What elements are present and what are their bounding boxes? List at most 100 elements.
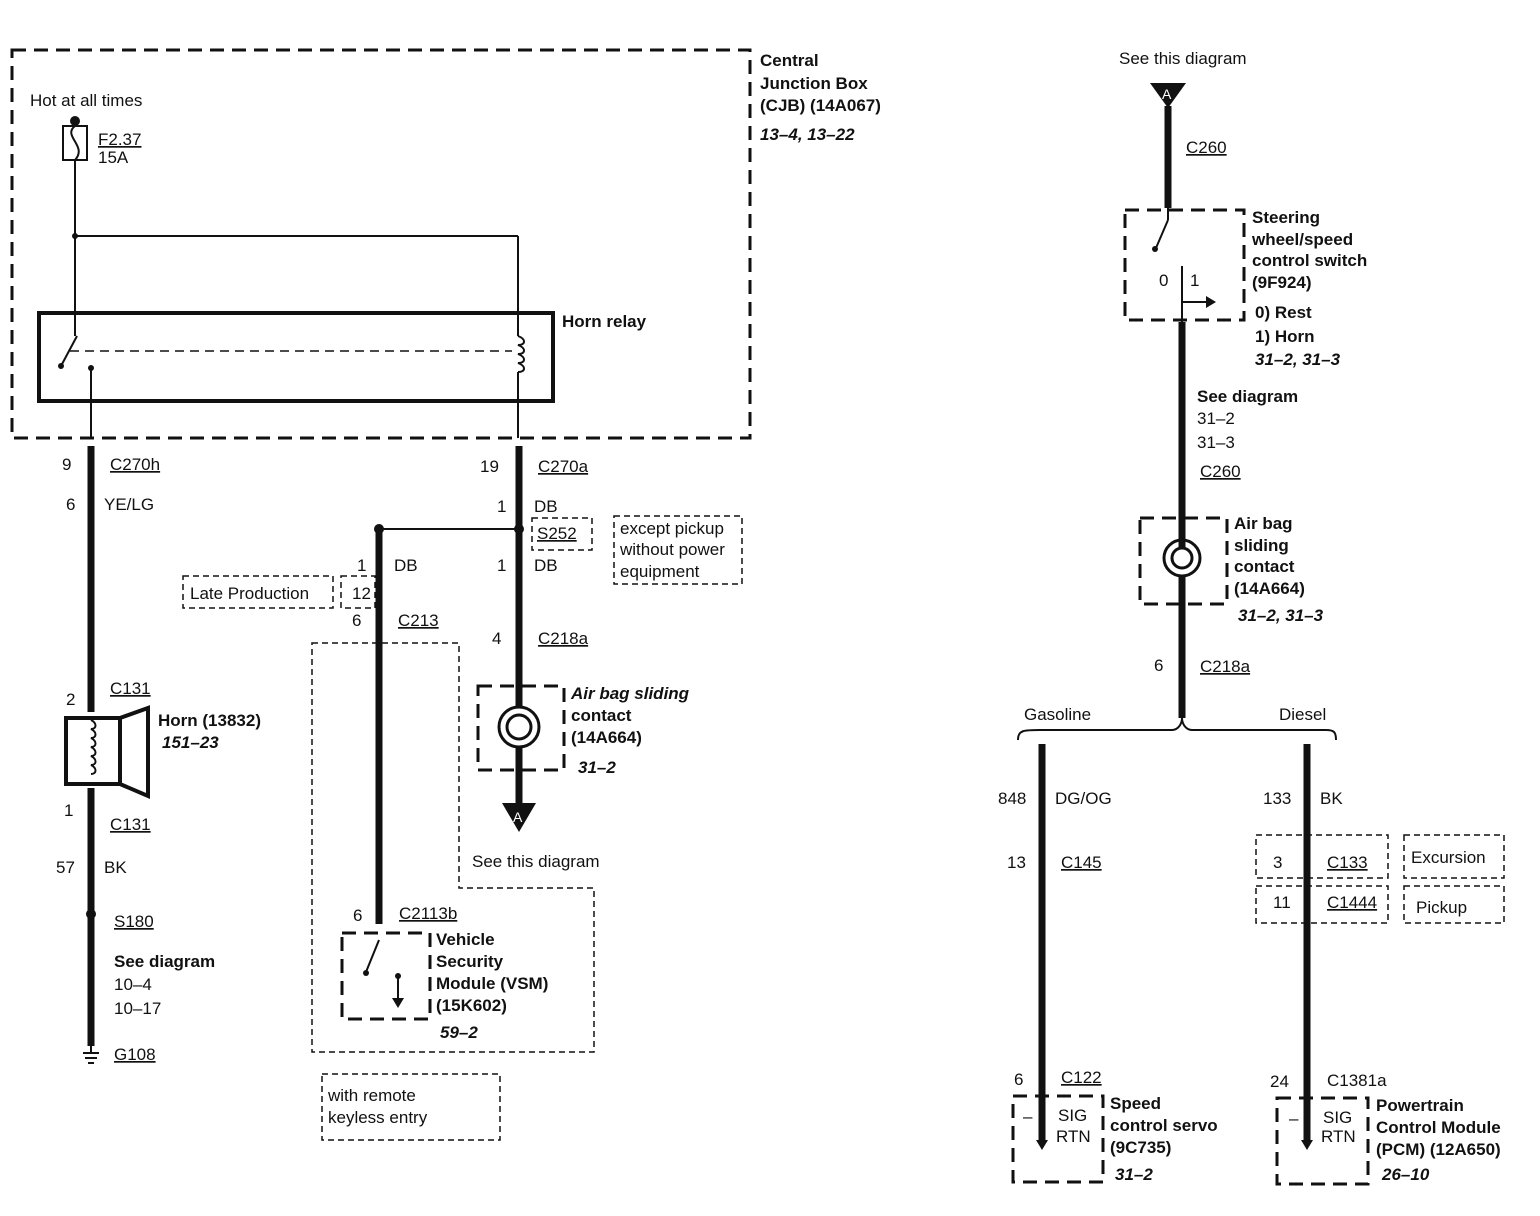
c145-pin: 13 <box>1007 853 1026 872</box>
servo-sig: SIG <box>1058 1106 1087 1125</box>
servo-minus: – <box>1023 1107 1033 1126</box>
left-see-diagram: See diagram <box>114 952 215 971</box>
c218a-right-pin: 6 <box>1154 656 1163 675</box>
c218a-connector: C218a <box>538 629 589 648</box>
relay-pivot <box>58 363 64 369</box>
c1444-connector: C1444 <box>1327 893 1377 912</box>
pcm-ref: 26–10 <box>1381 1165 1430 1184</box>
pickup-label: Pickup <box>1416 898 1467 917</box>
pickup-note-box <box>613 515 743 585</box>
servo-label-3: (9C735) <box>1110 1138 1171 1157</box>
steering-switch-box <box>1123 208 1246 322</box>
late-pin: 12 <box>352 584 371 603</box>
c260-bottom-connector: C260 <box>1200 462 1241 481</box>
late-production-label: Late Production <box>190 584 309 603</box>
excursion-box <box>1403 834 1505 879</box>
branch-wire-color: DB <box>394 556 418 575</box>
excursion-label: Excursion <box>1411 848 1486 867</box>
airbag-right-label-1: Air bag <box>1234 514 1293 533</box>
gas-wire-color: DG/OG <box>1055 789 1112 808</box>
relay-switch-arm <box>60 335 78 367</box>
pcm-rtn: RTN <box>1321 1127 1356 1146</box>
steering-switch-arm <box>1155 219 1169 249</box>
rke-note-1: with remote <box>327 1086 416 1105</box>
c133-option-box <box>1255 834 1389 879</box>
servo-rtn: RTN <box>1056 1127 1091 1146</box>
pcm-arrow-icon <box>1301 1140 1313 1150</box>
vsm-label-2: Security <box>436 952 504 971</box>
vsm-option-region <box>311 642 595 1053</box>
vsm-label-1: Vehicle <box>436 930 495 949</box>
fuse-rating: 15A <box>98 148 129 167</box>
offpage-arrow-letter: A <box>513 809 523 825</box>
steering-label-1: Steering <box>1252 208 1320 227</box>
diesel-label: Diesel <box>1279 705 1326 724</box>
s180-label: S180 <box>114 912 154 931</box>
c260-top-connector: C260 <box>1186 138 1227 157</box>
cjb-boundary <box>10 48 752 440</box>
airbag-center-label-2: contact <box>571 706 632 725</box>
steering-ref: 31–2, 31–3 <box>1255 350 1341 369</box>
gasoline-label: Gasoline <box>1024 705 1091 724</box>
center-see-this-diagram: See this diagram <box>472 852 600 871</box>
junction-dot <box>72 233 78 239</box>
airbag-right-label-2: sliding <box>1234 536 1289 555</box>
servo-label-2: control servo <box>1110 1116 1218 1135</box>
servo-arrow-icon <box>1036 1140 1048 1150</box>
s180-splice-dot <box>86 909 96 919</box>
steering-rest: 0) Rest <box>1255 303 1312 322</box>
c270a-connector: C270a <box>538 457 589 476</box>
s252-option-box <box>531 517 593 551</box>
late-production-box <box>182 575 334 609</box>
right-see-diagram: See diagram <box>1197 387 1298 406</box>
airbag-center-ref: 31–2 <box>578 758 616 777</box>
pcm-minus: – <box>1289 1109 1299 1128</box>
horn-label: Horn (13832) <box>158 711 261 730</box>
right-see-ref-2: 31–3 <box>1197 433 1235 452</box>
steering-label-4: (9F924) <box>1252 273 1312 292</box>
steering-label-3: control switch <box>1252 251 1367 270</box>
vsm-label-3: Module (VSM) <box>436 974 548 993</box>
clockspring-right-inner <box>1170 546 1194 570</box>
offpage-arrow-top-letter: A <box>1162 86 1172 102</box>
c133-pin: 3 <box>1273 853 1282 872</box>
c145-connector: C145 <box>1061 853 1102 872</box>
cjb-title-2: Junction Box <box>760 74 868 93</box>
c218a-pin: 4 <box>492 629 501 648</box>
left-see-ref-1: 10–4 <box>114 975 152 994</box>
switch-pos-0: 0 <box>1159 271 1168 290</box>
horn-relay-label: Horn relay <box>562 312 647 331</box>
c131-bottom-pin: 1 <box>64 801 73 820</box>
pcm-box <box>1275 1096 1370 1186</box>
left-wire-color: YE/LG <box>104 495 154 514</box>
ground-icon <box>83 1046 99 1064</box>
clockspring-icon-inner <box>505 713 533 741</box>
late-pin-box <box>340 575 376 609</box>
switch-arrow-icon <box>1206 296 1216 308</box>
c1381a-pin: 24 <box>1270 1072 1289 1091</box>
steering-switch-pivot <box>1152 246 1158 252</box>
pickup-note-2: without power <box>619 540 725 559</box>
servo-box <box>1011 1094 1105 1184</box>
airbag-right-label-4: (14A664) <box>1234 579 1305 598</box>
relay-coil <box>517 335 525 373</box>
servo-label-1: Speed <box>1110 1094 1161 1113</box>
pickup-note-3: equipment <box>620 562 700 581</box>
center-wire1-number: 1 <box>497 497 506 516</box>
steering-horn: 1) Horn <box>1255 327 1315 346</box>
airbag-contact-box-center <box>476 684 566 772</box>
c1444-pin: 11 <box>1273 893 1291 912</box>
fuse-label: F2.37 <box>98 130 141 149</box>
horn-coil <box>90 719 97 775</box>
c131-top-connector: C131 <box>110 679 151 698</box>
pcm-label-1: Powertrain <box>1376 1096 1464 1115</box>
rke-note-2: keyless entry <box>328 1108 428 1127</box>
dsl-wire-color: BK <box>1320 789 1343 808</box>
vsm-box <box>340 931 432 1021</box>
power-source-dot <box>70 116 80 126</box>
gas-wire-number: 848 <box>998 789 1026 808</box>
fuse-element <box>70 125 80 161</box>
left-wire-number: 6 <box>66 495 75 514</box>
c270a-pin: 19 <box>480 457 499 476</box>
